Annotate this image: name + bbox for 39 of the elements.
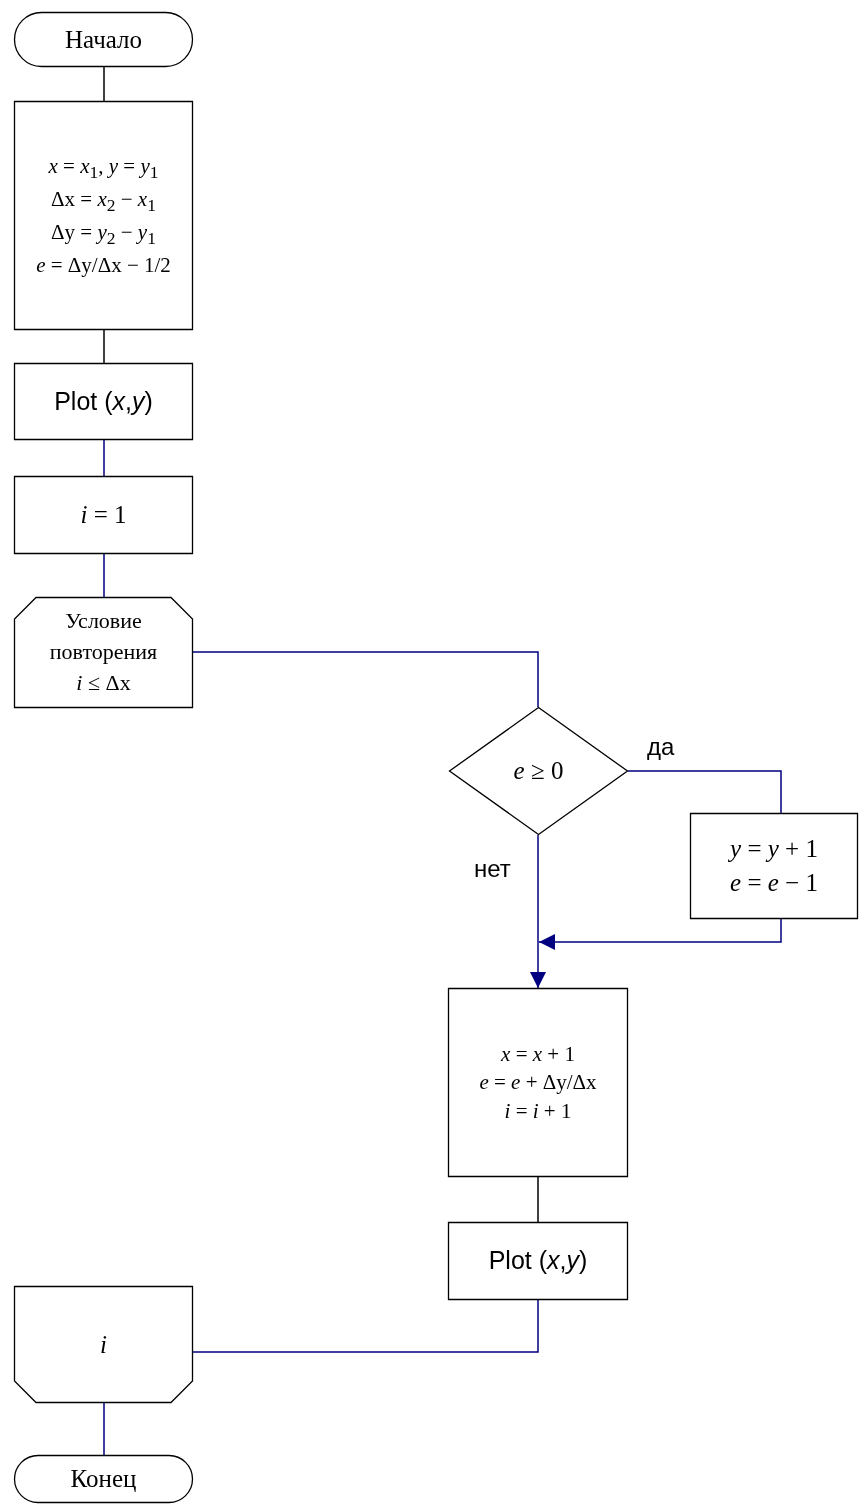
connector-line [192, 1299, 539, 1353]
loop-start-shape [14, 597, 193, 708]
connector-line [103, 553, 105, 598]
process-box [448, 988, 628, 1177]
connector-line [192, 651, 539, 708]
formula-text: x = x$_{1}$, y = y$_{1}$ [48, 153, 159, 185]
label-text: Plot (x,y) [54, 385, 153, 417]
loop-end-shape [14, 1286, 193, 1403]
process-box [14, 101, 193, 330]
connector-line [103, 439, 105, 477]
decision-diamond [449, 707, 628, 835]
formula-text: Δx = x$_{2}$ − x$_{1}$ [51, 185, 156, 218]
formula-text: i = i + 1 [504, 1097, 572, 1125]
arrow [538, 918, 782, 950]
formula-text: x = x + 1 [501, 1041, 575, 1068]
label-text: Plot (x,y) [488, 1245, 588, 1277]
process-box [448, 1222, 628, 1300]
connector-line [103, 66, 105, 102]
formula-text: Δy = y$_{2}$ − y$_{1}$ [51, 218, 156, 250]
connector-line [103, 1402, 105, 1456]
arrow [530, 834, 546, 989]
formula-text: e = Δy/Δx − 1/2 [36, 251, 171, 279]
formula-text: e ≥ 0 [513, 756, 564, 787]
formula-text: e = e − 1 [730, 868, 818, 898]
process-box [690, 813, 858, 919]
formula-text: i = 1 [80, 500, 127, 531]
formula-text: y = y + 1 [730, 834, 818, 865]
formula-text: Начало [65, 24, 142, 55]
formula-text: i ≤ Δx [76, 668, 131, 697]
process-box [14, 363, 193, 440]
connector-line [537, 1176, 539, 1223]
connector-line [627, 770, 782, 814]
formula-text: i [100, 1329, 107, 1360]
connector-line [103, 329, 105, 364]
terminal-shape [14, 12, 193, 67]
formula-text: Конец [70, 1464, 137, 1495]
process-box [14, 476, 193, 554]
formula-text: e = e + Δy/Δx [479, 1069, 597, 1097]
terminal-shape [14, 1455, 193, 1503]
